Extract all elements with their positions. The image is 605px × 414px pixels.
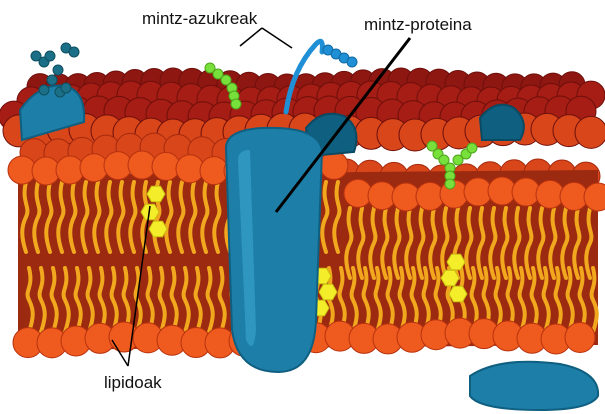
label-protein: mintz-proteina <box>364 15 472 34</box>
sugar-bead <box>47 75 57 85</box>
lipid-head-back <box>575 116 605 148</box>
sugar-bead <box>347 57 357 67</box>
leader-sugars <box>240 28 292 48</box>
sugar-bead <box>53 65 63 75</box>
label-lipids: lipidoak <box>104 373 162 392</box>
cholesterol-ring <box>147 186 165 202</box>
cholesterol-ring <box>319 284 337 300</box>
cholesterol-ring <box>449 286 467 302</box>
label-sugars: mintz-azukreak <box>142 9 258 28</box>
lipid-head-bottom <box>565 322 595 352</box>
sugar-bead <box>445 179 455 189</box>
sugar-bead <box>467 143 477 153</box>
sugar-bead <box>61 83 71 93</box>
sugar-bead <box>231 99 241 109</box>
peripheral-protein-bottom <box>470 362 598 410</box>
sugar-bead <box>39 85 49 95</box>
cholesterol-ring <box>441 270 459 286</box>
cholesterol-ring <box>149 221 167 237</box>
cholesterol-ring <box>447 254 465 270</box>
protein-right-blob <box>480 105 524 140</box>
sugar-bead <box>69 47 79 57</box>
sugar-bead <box>45 51 55 61</box>
